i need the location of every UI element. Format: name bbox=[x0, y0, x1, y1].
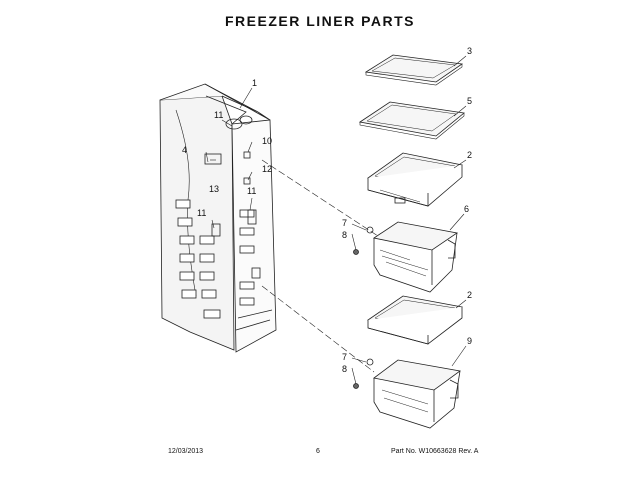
callout-11-top: 11 bbox=[214, 110, 223, 120]
callout-7-lower: 7 bbox=[342, 352, 347, 362]
footer-date: 12/03/2013 bbox=[168, 448, 204, 455]
shelf-3 bbox=[364, 54, 464, 86]
screw-8-lower bbox=[353, 383, 359, 389]
callout-8-lower: 8 bbox=[342, 364, 347, 374]
callout-13: 13 bbox=[209, 184, 219, 194]
callout-9: 9 bbox=[467, 336, 472, 346]
screw-8-upper bbox=[353, 249, 359, 255]
shelf-2-lower bbox=[367, 295, 463, 345]
shelf-2-upper bbox=[367, 152, 463, 207]
bin-6 bbox=[372, 221, 459, 293]
footer-page-number: 6 bbox=[316, 448, 320, 455]
callout-5: 5 bbox=[467, 96, 472, 106]
callout-6: 6 bbox=[464, 204, 469, 214]
bin-9 bbox=[373, 359, 461, 429]
screw-7-lower bbox=[366, 358, 374, 366]
callout-7-upper: 7 bbox=[342, 218, 347, 228]
callout-12: 12 bbox=[262, 164, 272, 174]
callout-3: 3 bbox=[467, 46, 472, 56]
callout-11-left: 11 bbox=[197, 208, 206, 218]
callout-4: 4 bbox=[182, 145, 187, 155]
callout-2-upper: 2 bbox=[467, 150, 472, 160]
callout-1: 1 bbox=[252, 78, 257, 88]
callout-10: 10 bbox=[262, 136, 272, 146]
callout-11-right: 11 bbox=[247, 186, 256, 196]
page-title: FREEZER LINER PARTS bbox=[224, 13, 416, 29]
freezer-liner bbox=[159, 83, 277, 353]
alignment-lines bbox=[261, 159, 379, 373]
footer-part-number: Part No. W10663628 Rev. A bbox=[391, 448, 479, 455]
callout-2-lower: 2 bbox=[467, 290, 472, 300]
screw-7-upper bbox=[366, 226, 374, 234]
leader-lines bbox=[205, 55, 467, 385]
callout-8-upper: 8 bbox=[342, 230, 347, 240]
shelf-5 bbox=[358, 101, 465, 140]
